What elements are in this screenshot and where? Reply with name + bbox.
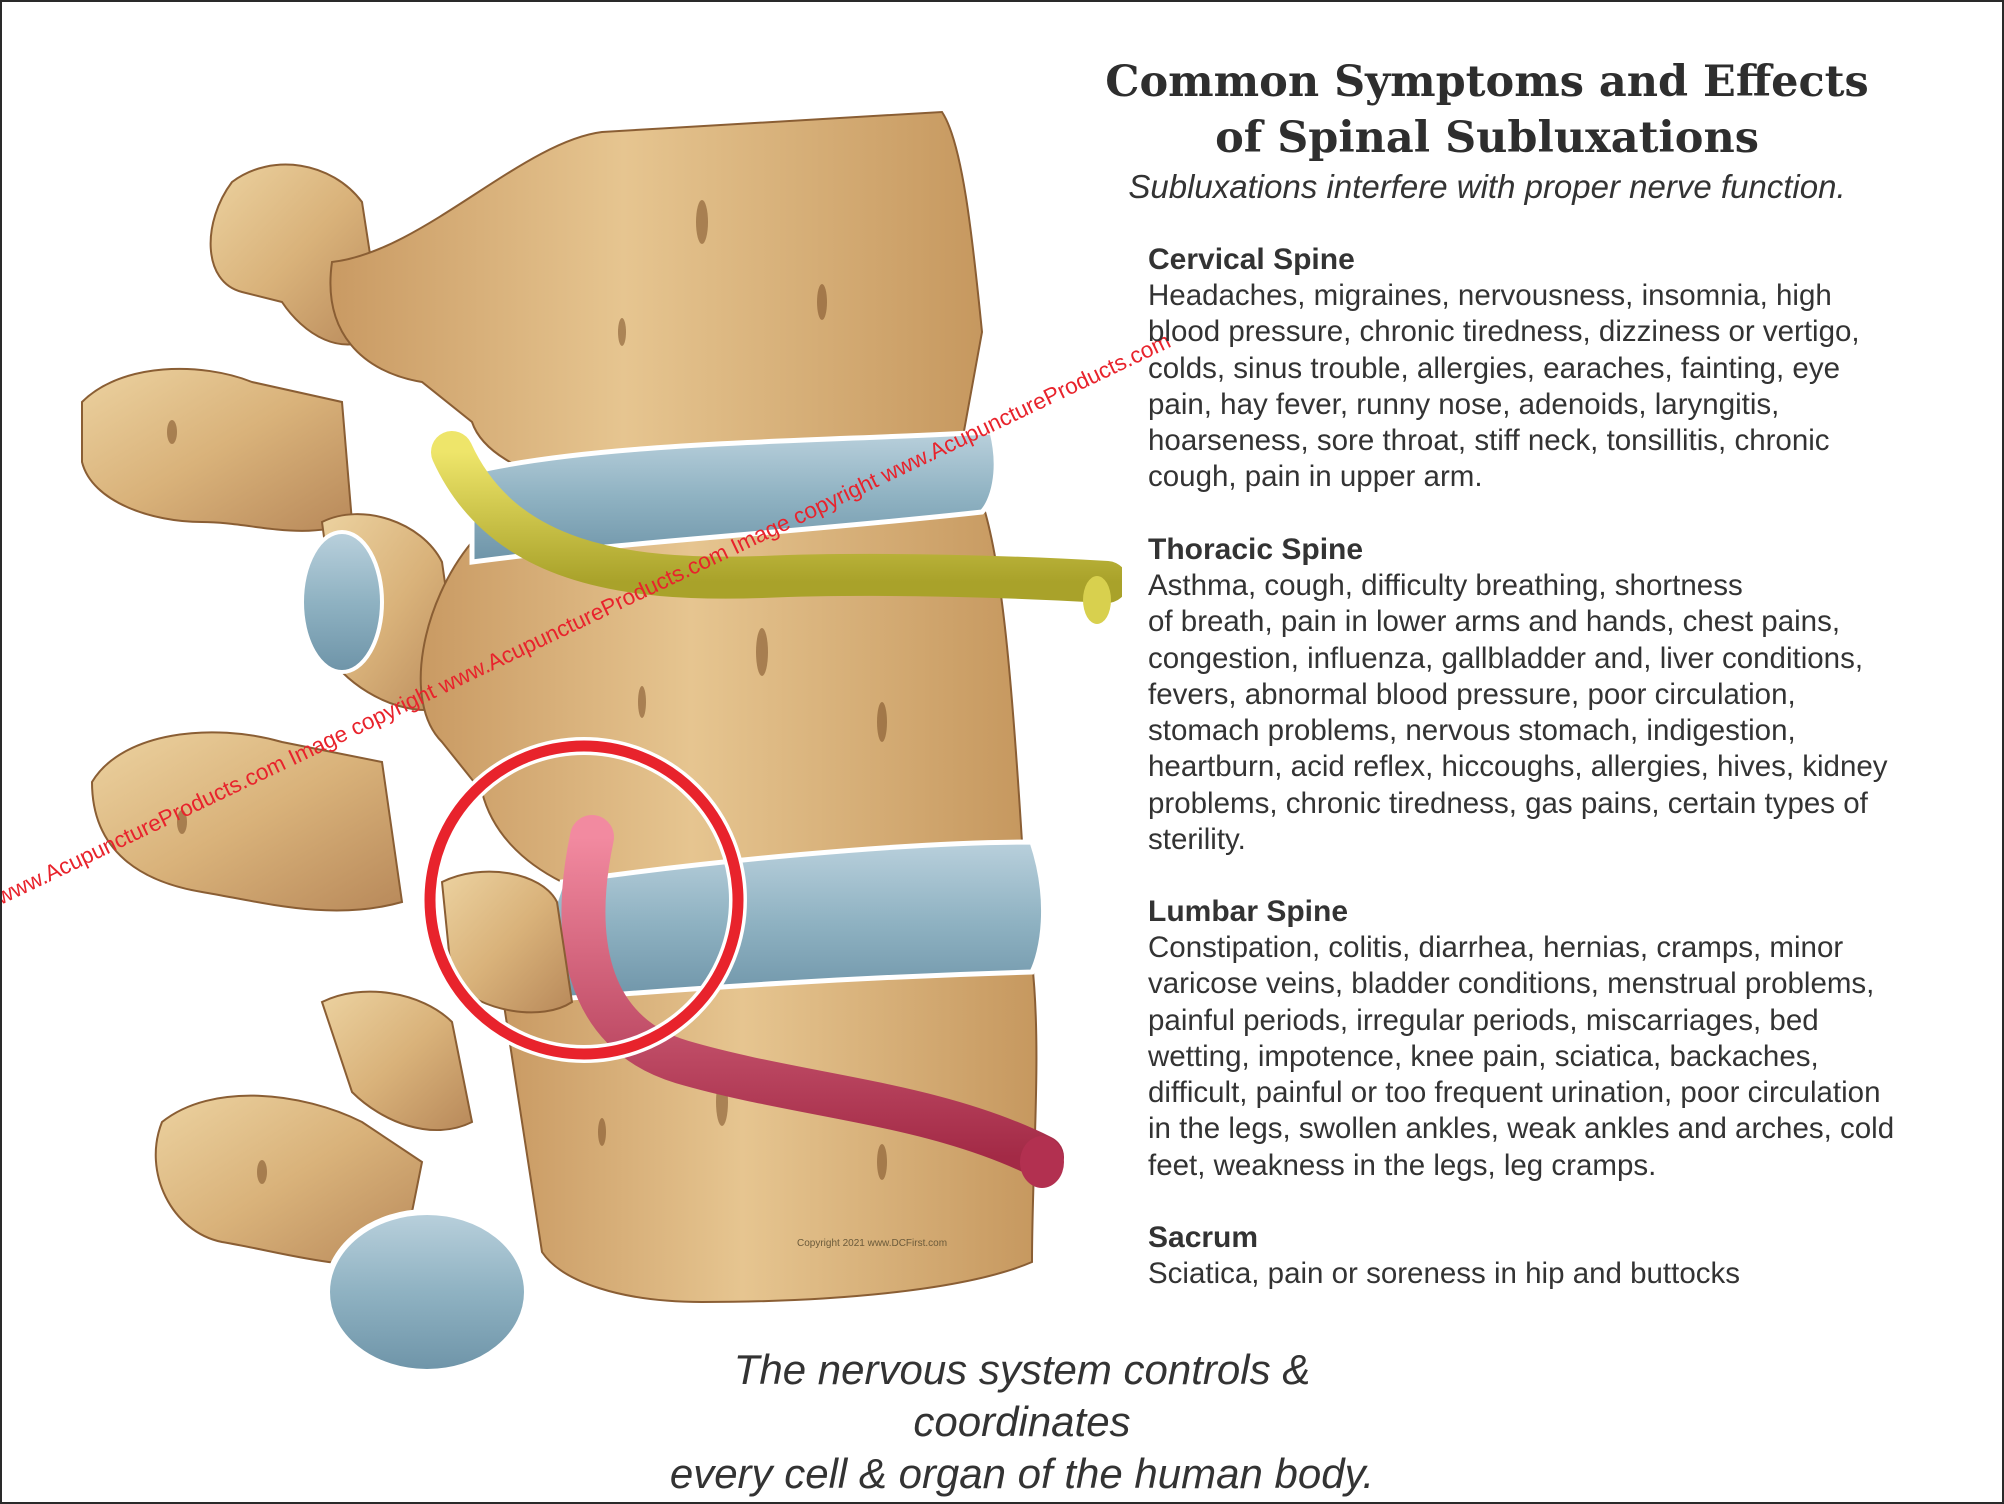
section-text: Headaches, migraines, nervousness, insom… [1148, 279, 1860, 494]
section-heading: Sacrum [1148, 1221, 1259, 1254]
page-title: Common Symptoms and Effects of Spinal Su… [1042, 54, 1932, 166]
section-thoracic-spine: Thoracic Spine Asthma, cough, difficulty… [1148, 532, 1978, 858]
cervical-nerve [431, 431, 1122, 603]
footer-statement: The nervous system controls & coordinate… [669, 1346, 1375, 1497]
section-text: Asthma, cough, difficulty breathing, sho… [1148, 569, 1888, 857]
pinched-nerve [561, 815, 1064, 1179]
page-subtitle: Subluxations interfere with proper nerve… [1128, 168, 1846, 205]
intervertebral-discs [469, 429, 1047, 1005]
title-line-1: Common Symptoms and Effects [1105, 57, 1869, 107]
section-text: Sciatica, pain or soreness in hip and bu… [1148, 1257, 1740, 1290]
section-heading: Cervical Spine [1148, 243, 1355, 276]
cervical-nerve-end [1083, 576, 1111, 624]
pinched-nerve-end [1020, 1136, 1064, 1188]
spine-illustration [81, 110, 1122, 1375]
section-sacrum: Sacrum Sciatica, pain or soreness in hip… [1148, 1220, 1978, 1292]
section-cervical-spine: Cervical Spine Headaches, migraines, ner… [1148, 242, 1978, 496]
section-text: Constipation, colitis, diarrhea, hernias… [1148, 931, 1895, 1182]
section-heading: Thoracic Spine [1148, 533, 1364, 566]
illustration-copyright: Copyright 2021 www.DCFirst.com [797, 1238, 948, 1249]
title-line-2: of Spinal Subluxations [1215, 113, 1759, 163]
section-lumbar-spine: Lumbar Spine Constipation, colitis, diar… [1148, 894, 1978, 1184]
section-heading: Lumbar Spine [1148, 895, 1349, 928]
